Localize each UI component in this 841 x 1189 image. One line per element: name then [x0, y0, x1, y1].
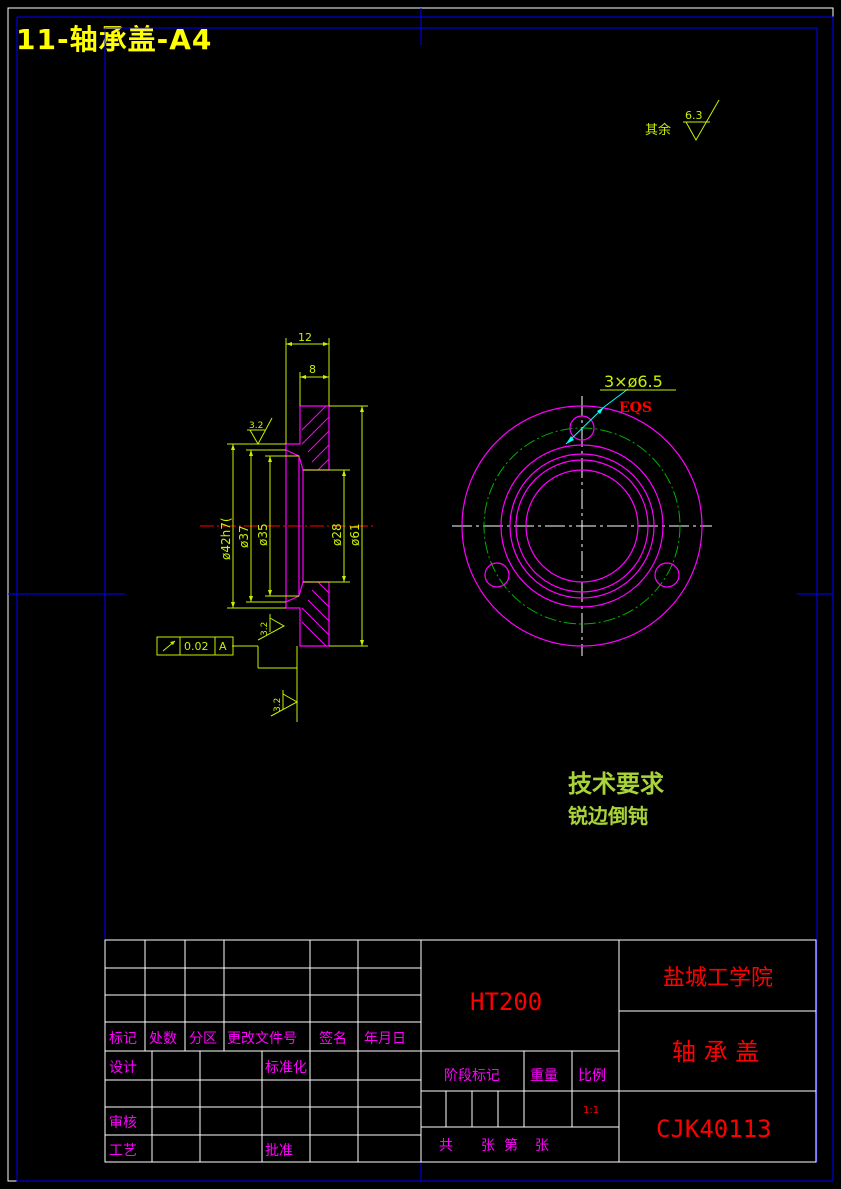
- svg-text:共: 共: [439, 1138, 453, 1154]
- weight-label: 重量: [530, 1068, 558, 1084]
- svg-text:签名: 签名: [319, 1030, 347, 1047]
- tech-requirements-heading: 技术要求: [568, 770, 664, 798]
- inner-frame: [104, 27, 818, 1163]
- svg-text:张: 张: [481, 1138, 495, 1154]
- material: HT200: [470, 988, 542, 1016]
- roughness-symbol: 3.2: [257, 614, 286, 641]
- blue-frame: [16, 16, 834, 1182]
- drawing-number: CJK40113: [656, 1115, 772, 1143]
- sheet-count: 共 张 第 张: [439, 1137, 549, 1154]
- svg-text:分区: 分区: [189, 1031, 217, 1047]
- title-block: [104, 939, 817, 1163]
- svg-text:更改文件号: 更改文件号: [227, 1031, 297, 1047]
- role-approve: 批准: [265, 1143, 293, 1159]
- part-name: 轴 承 盖: [672, 1038, 759, 1066]
- role-process: 工艺: [109, 1143, 137, 1159]
- roughness-note-prefix: 其余: [645, 122, 671, 138]
- svg-text:标记: 标记: [109, 1031, 137, 1047]
- roughness-symbol: 3.2: [247, 417, 273, 446]
- svg-text:3.2: 3.2: [273, 698, 283, 712]
- svg-text:处数: 处数: [149, 1031, 177, 1047]
- dim-width-flange: 8: [309, 363, 316, 376]
- dim-d37: ø37: [237, 525, 251, 548]
- svg-text:张: 张: [535, 1138, 549, 1154]
- dim-d35: ø35: [256, 523, 270, 546]
- roughness-note-value: 6.3: [685, 109, 703, 122]
- revision-headers: 标记 处数 分区 更改文件号 签名 年月日: [109, 1030, 406, 1047]
- scale-label: 比例: [578, 1068, 606, 1084]
- section-view: 12 8 ø42h7( ø37 ø35 ø28 ø61 3.2 3.2 3.2: [156, 331, 375, 722]
- company-name: 盐城工学院: [663, 966, 773, 991]
- end-view: 3×ø6.5 EQS: [452, 372, 712, 656]
- svg-text:3.2: 3.2: [260, 622, 270, 636]
- scale-value: 1:1: [583, 1105, 599, 1116]
- runout-tolerance-frame: 0.02 A: [156, 636, 234, 656]
- center-marks: [8, 8, 833, 1181]
- tech-requirements: 技术要求 锐边倒钝: [568, 770, 664, 828]
- roughness-symbol: 3.2: [270, 690, 299, 717]
- svg-text:3.2: 3.2: [249, 421, 263, 431]
- eqs-label: EQS: [619, 400, 652, 416]
- hole-callout: 3×ø6.5: [604, 372, 663, 391]
- dim-d61: ø61: [348, 523, 362, 546]
- svg-text:年月日: 年月日: [364, 1031, 406, 1047]
- tech-requirement-item: 锐边倒钝: [568, 804, 648, 828]
- runout-value: 0.02: [184, 640, 209, 653]
- runout-datum: A: [219, 640, 227, 653]
- stage-label: 阶段标记: [444, 1068, 500, 1084]
- dim-d28: ø28: [330, 523, 344, 546]
- role-review: 审核: [109, 1115, 137, 1131]
- roughness-note: 其余 6.3: [645, 99, 720, 142]
- role-labels: 设计 标准化 审核 工艺 批准: [109, 1060, 307, 1159]
- role-design: 设计: [109, 1060, 137, 1076]
- svg-text:第: 第: [504, 1137, 518, 1154]
- dim-width-total: 12: [298, 331, 312, 344]
- dim-d42: ø42h7(: [219, 517, 233, 560]
- role-standardize: 标准化: [265, 1060, 307, 1076]
